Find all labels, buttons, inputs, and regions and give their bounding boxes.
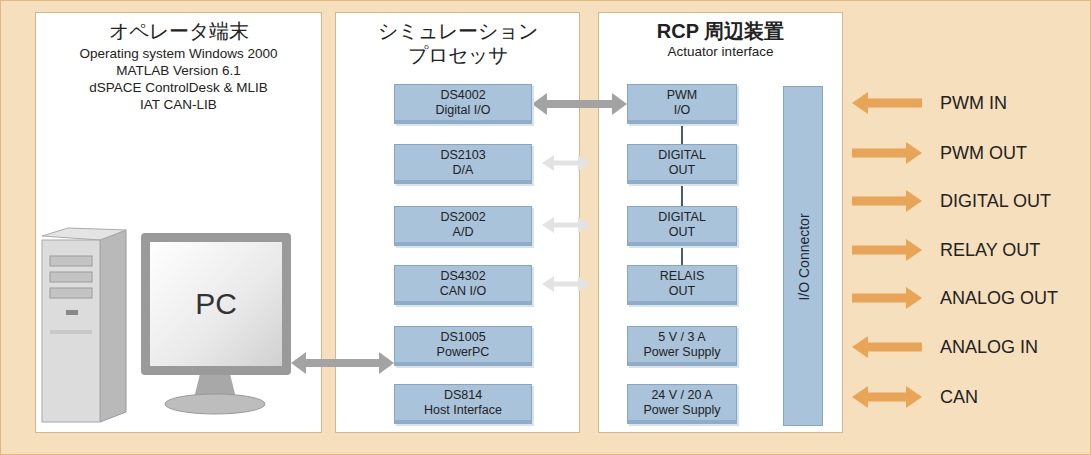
processor-board: DS814Host Interface xyxy=(394,384,532,424)
signal-name: ANALOG IN xyxy=(940,336,1038,358)
simulation-processor-panel: シミュレーション プロセッサ DS4002Digital I/O DS2103D/A… xyxy=(335,12,580,433)
module-link xyxy=(682,124,683,144)
pc-tower xyxy=(42,228,126,422)
signal-name: PWM OUT xyxy=(940,142,1027,164)
node-title: オペレータ端末 xyxy=(109,19,249,43)
node-text: OUT xyxy=(669,163,695,178)
interface-module: DIGITALOUT xyxy=(627,144,737,184)
node-title: RELAIS xyxy=(660,269,704,284)
node-text: Power Supply xyxy=(643,403,720,418)
node-text: CAN I/O xyxy=(440,284,487,299)
processor-board: DS4002Digital I/O xyxy=(394,84,532,124)
connector-line xyxy=(681,246,683,265)
node-text: OUT xyxy=(669,225,695,240)
node-text: MATLAB Version 6.1 xyxy=(116,62,240,79)
node-title: PWM xyxy=(667,88,698,103)
rcp-peripheral-panel: RCP 周辺装置Actuator interfacePWMI/ODIGITALO… xyxy=(598,12,843,433)
node-text: PowerPC xyxy=(437,345,490,360)
node-title: I/O Connector xyxy=(792,213,816,300)
io-connector: I/O Connector xyxy=(783,86,823,426)
module-link xyxy=(682,184,683,206)
node-title: DS2002 xyxy=(440,210,485,225)
processor-board: DS2103D/A xyxy=(394,144,532,184)
pc-monitor: PC xyxy=(141,233,291,375)
interface-module: 24 V / 20 APower Supply xyxy=(627,384,737,424)
node-text: A/D xyxy=(453,225,474,240)
node-title: RCP 周辺装置 xyxy=(657,19,784,43)
connector-line xyxy=(681,124,683,144)
signal-name: ANALOG OUT xyxy=(940,287,1058,309)
node-title: シミュレーション プロセッサ xyxy=(370,19,545,67)
node-text: D/A xyxy=(453,163,474,178)
node-title: 5 V / 3 A xyxy=(658,330,705,345)
signal-name: PWM IN xyxy=(940,92,1007,114)
interface-module: DIGITALOUT xyxy=(627,206,737,246)
node-title: DS4002 xyxy=(440,88,485,103)
node-title: DIGITAL xyxy=(658,148,706,163)
signal-name: DIGITAL OUT xyxy=(940,190,1051,212)
connector-line xyxy=(547,100,612,108)
node-text: Operating system Windows 2000 xyxy=(79,45,277,62)
node-text: Digital I/O xyxy=(436,103,491,118)
node-title: 24 V / 20 A xyxy=(651,388,712,403)
connector-line xyxy=(306,359,379,367)
module-link xyxy=(682,246,683,265)
node-text: IAT CAN-LIB xyxy=(140,96,217,113)
node-text: Host Interface xyxy=(424,403,502,418)
interface-module: RELAISOUT xyxy=(627,265,737,305)
node-text: Power Supply xyxy=(643,345,720,360)
connector-line xyxy=(681,184,683,206)
signal-name: CAN xyxy=(940,386,978,408)
interface-module: 5 V / 3 APower Supply xyxy=(627,326,737,366)
node-title: DS814 xyxy=(444,388,482,403)
node-title: DS1005 xyxy=(440,330,485,345)
processor-board: DS4302CAN I/O xyxy=(394,265,532,305)
processor-board: DS2002A/D xyxy=(394,206,532,246)
processor-board: DS1005PowerPC xyxy=(394,326,532,366)
node-text: OUT xyxy=(669,284,695,299)
node-title: PC xyxy=(195,292,237,316)
node-title: DIGITAL xyxy=(658,210,706,225)
node-text: Actuator interface xyxy=(668,43,774,60)
node-text: I/O xyxy=(674,103,691,118)
signal-name: RELAY OUT xyxy=(940,239,1040,261)
node-title: DS4302 xyxy=(440,269,485,284)
signal-arrows xyxy=(852,92,922,408)
node-text: dSPACE ControlDesk & MLIB xyxy=(89,79,267,96)
node-title: DS2103 xyxy=(440,148,485,163)
interface-module: PWMI/O xyxy=(627,84,737,124)
